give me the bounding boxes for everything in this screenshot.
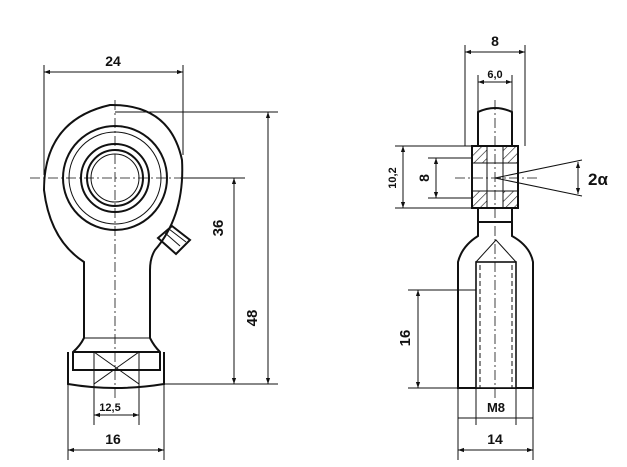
dim-shank-width: 14 <box>487 431 503 447</box>
dim-overall-height: 48 <box>244 310 261 327</box>
dim-tilt-angle: 2α <box>588 170 608 189</box>
dim-thread-length: 16 <box>397 330 414 347</box>
hex-base <box>67 337 165 389</box>
thread-bore <box>475 261 517 389</box>
grease-nipple <box>156 224 192 256</box>
dim-bore: 8 <box>416 174 432 182</box>
side-view: 8 6,0 10,2 8 2α 16 M8 14 <box>387 33 608 460</box>
dim-bore-outer: 10,2 <box>387 167 399 188</box>
dim-neck-width: 16 <box>105 431 121 447</box>
front-view: 24 36 48 12,5 16 <box>30 53 278 460</box>
dim-ring-width: 8 <box>491 33 499 49</box>
dim-thread-size: M8 <box>487 400 505 415</box>
dim-overall-width: 24 <box>105 53 121 69</box>
dim-eye-center-height: 36 <box>210 220 227 237</box>
dim-hex-across-flats: 12,5 <box>99 402 120 414</box>
dim-ball-width: 6,0 <box>487 69 502 81</box>
ring-top-section <box>477 107 513 147</box>
